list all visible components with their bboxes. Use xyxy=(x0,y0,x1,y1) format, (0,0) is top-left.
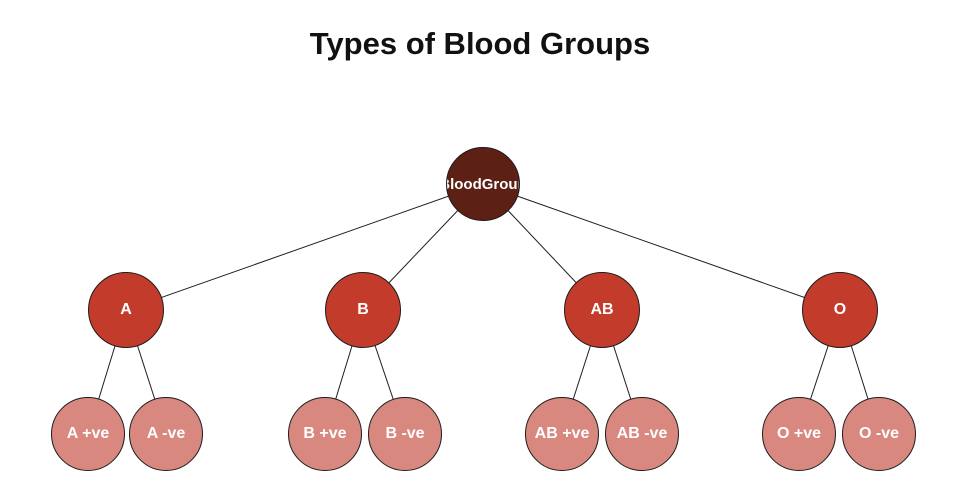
node-ab-positive: AB +ve xyxy=(525,397,599,471)
node-label: AB -ve xyxy=(616,425,668,442)
node-a-negative: A -ve xyxy=(129,397,203,471)
node-o-negative: O -ve xyxy=(842,397,916,471)
node-label: A +ve xyxy=(66,425,110,442)
node-label: O -ve xyxy=(858,425,899,442)
node-ab-negative: AB -ve xyxy=(605,397,679,471)
edge-blood-group-to-a xyxy=(125,183,484,311)
node-label: AB +ve xyxy=(534,425,590,442)
node-b-positive: B +ve xyxy=(288,397,362,471)
node-ab: AB xyxy=(564,272,640,348)
node-label: B +ve xyxy=(303,425,347,442)
edge-blood-group-to-o xyxy=(482,183,841,311)
diagram-title: Types of Blood Groups xyxy=(309,26,651,61)
node-b: B xyxy=(325,272,401,348)
node-a-positive: A +ve xyxy=(51,397,125,471)
node-a: A xyxy=(88,272,164,348)
node-label: A xyxy=(120,301,132,318)
node-label: AB xyxy=(590,301,614,318)
node-o-positive: O +ve xyxy=(762,397,836,471)
node-b-negative: B -ve xyxy=(368,397,442,471)
node-label: O +ve xyxy=(776,425,822,442)
node-label: B xyxy=(357,301,369,318)
node-label: O xyxy=(833,301,847,318)
node-label: B -ve xyxy=(385,425,425,442)
node-label: A -ve xyxy=(146,425,186,442)
node-o: O xyxy=(802,272,878,348)
